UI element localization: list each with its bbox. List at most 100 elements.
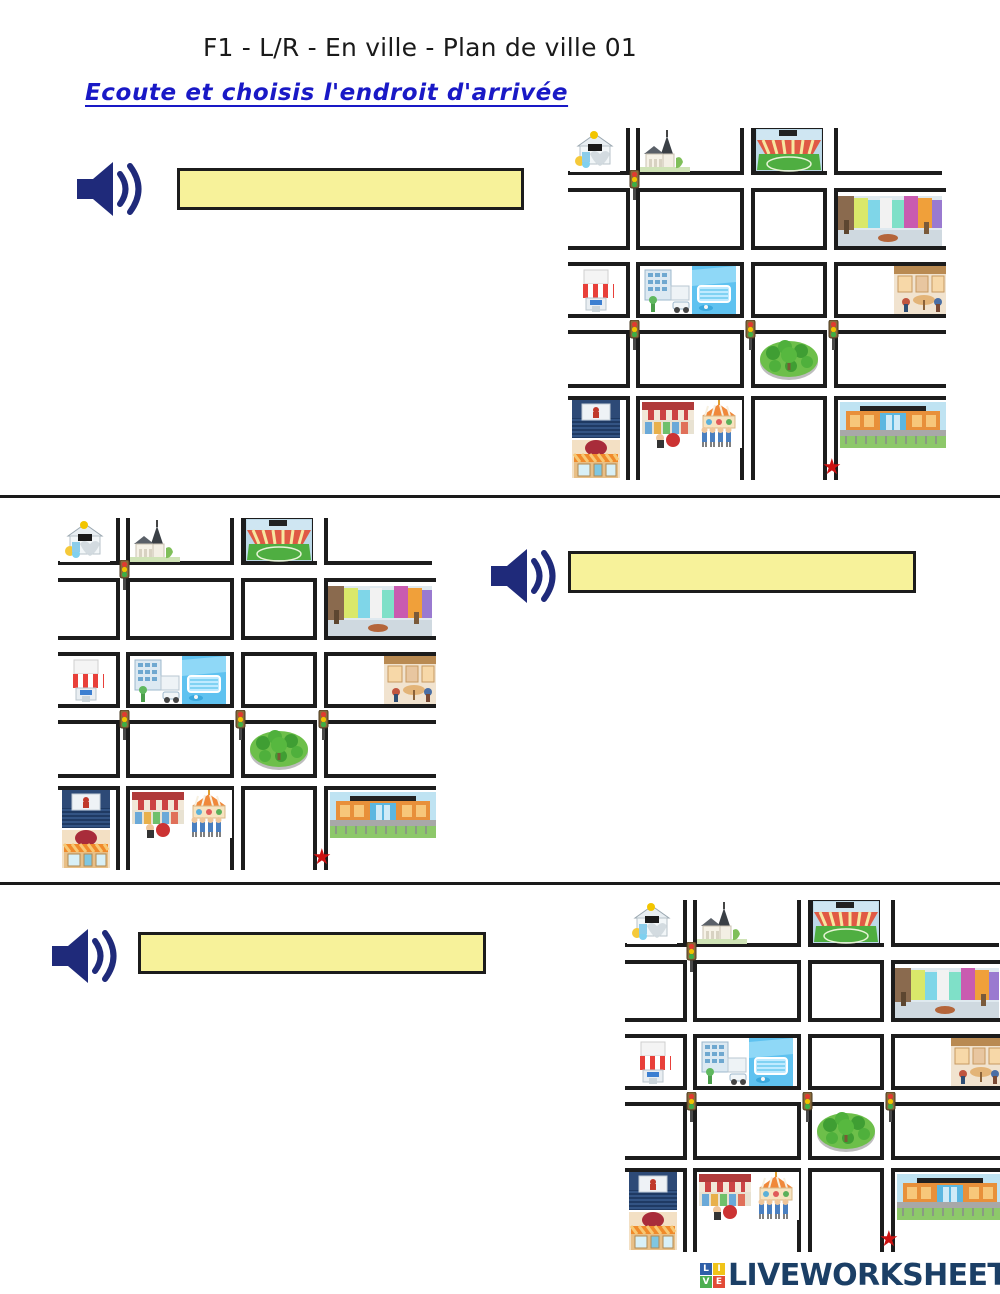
map-block-r4c2: [636, 330, 744, 388]
street-edge: [808, 1034, 884, 1038]
map-block-r2c4: [834, 188, 946, 250]
street-edge: [683, 960, 687, 1022]
speaker-audio-icon-1[interactable]: [73, 158, 148, 225]
map-block-r4c3: [241, 720, 317, 778]
street-edge: [834, 188, 838, 250]
traffic-light-icon: [827, 319, 841, 355]
street-edge: [740, 128, 744, 175]
traffic-light-icon: [628, 319, 642, 355]
street-edge: [126, 578, 130, 640]
speaker-audio-icon-2[interactable]: [487, 545, 562, 612]
street-edge: [808, 1086, 884, 1090]
carousel-icon: [186, 790, 232, 838]
street-edge: [126, 720, 234, 724]
speaker-audio-icon-3[interactable]: [48, 925, 123, 992]
map-block-r3c2: [636, 262, 744, 318]
street-edge: [241, 720, 317, 724]
map-block-r1c4: [834, 128, 946, 175]
street-edge: [625, 960, 687, 964]
map-block-r5c2: [693, 1168, 801, 1252]
traffic-light-icon: [628, 169, 642, 205]
shop-icon: [62, 656, 110, 704]
street-edge: [880, 1102, 884, 1160]
street-edge: [626, 128, 630, 175]
street-edge: [636, 330, 640, 388]
park-icon: [759, 336, 819, 382]
street-edge: [751, 188, 755, 250]
carousel-icon: [696, 400, 742, 448]
church-icon: [697, 900, 747, 944]
street-edge: [313, 652, 317, 708]
street-edge: [324, 578, 436, 582]
street-edge: [324, 720, 436, 724]
street-edge: [751, 396, 755, 480]
map-block-r5c3: [751, 396, 827, 480]
street-edge: [126, 518, 130, 565]
street-edge: [126, 786, 130, 870]
street-edge: [751, 330, 827, 334]
street-edge: [834, 396, 838, 480]
street-edge: [58, 786, 120, 790]
bank-icon: [570, 128, 620, 172]
map-block-r3c4: [891, 1034, 1000, 1090]
street-edge: [823, 396, 827, 480]
street-edge: [834, 188, 946, 192]
red-star-icon: ★: [822, 454, 842, 479]
street-edge: [313, 578, 317, 640]
street-edge: [751, 262, 827, 266]
street-edge: [693, 900, 697, 947]
map-block-r3c2: [126, 652, 234, 708]
street-edge: [797, 900, 801, 947]
school-icon: [840, 402, 946, 448]
street-edge: [740, 396, 744, 480]
map-block-r1c4: [891, 900, 1000, 947]
street-edge: [116, 720, 120, 778]
street-edge: [683, 1102, 687, 1160]
street-edge: [751, 128, 755, 175]
street-edge: [626, 188, 630, 250]
park-icon: [249, 726, 309, 772]
street-edge: [797, 1168, 801, 1252]
street-edge: [808, 1156, 884, 1160]
street-edge: [636, 188, 744, 192]
map-block-r1c1: [568, 128, 630, 175]
shop-icon: [572, 266, 620, 314]
street-edge: [808, 1034, 812, 1090]
liveworksheets-logo-blocks: L I V E: [700, 1263, 725, 1288]
shopping-street-icon: [328, 586, 432, 636]
answer-input-2[interactable]: [568, 551, 916, 593]
answer-input-1[interactable]: [177, 168, 524, 210]
street-edge: [891, 943, 999, 947]
street-edge: [241, 704, 317, 708]
answer-input-3[interactable]: [138, 932, 486, 974]
street-edge: [808, 1168, 812, 1252]
map-block-r4c4: [891, 1102, 1000, 1160]
street-edge: [823, 188, 827, 250]
map-block-r4c1: [58, 720, 120, 778]
street-edge: [693, 960, 697, 1022]
hospital-icon: [698, 1038, 748, 1086]
map-block-r1c2: [693, 900, 801, 947]
street-edge: [636, 314, 744, 318]
hospital-icon: [131, 656, 181, 704]
street-edge: [313, 786, 317, 870]
street-edge: [693, 960, 801, 964]
street-edge: [230, 786, 234, 870]
street-edge: [808, 943, 884, 947]
street-edge: [834, 330, 946, 334]
map-block-r2c4: [891, 960, 1000, 1022]
street-edge: [568, 246, 630, 250]
map-block-r3c3: [751, 262, 827, 318]
map-block-r5c4: [324, 786, 436, 870]
street-edge: [568, 171, 630, 175]
street-edge: [568, 384, 630, 388]
street-edge: [797, 1102, 801, 1160]
market-icon: [697, 1172, 753, 1220]
street-edge: [740, 188, 744, 250]
map-block-r2c1: [625, 960, 687, 1022]
street-edge: [230, 518, 234, 565]
street-edge: [116, 518, 120, 565]
street-edge: [324, 652, 436, 656]
map-block-r1c3: [808, 900, 884, 947]
street-edge: [126, 720, 130, 778]
